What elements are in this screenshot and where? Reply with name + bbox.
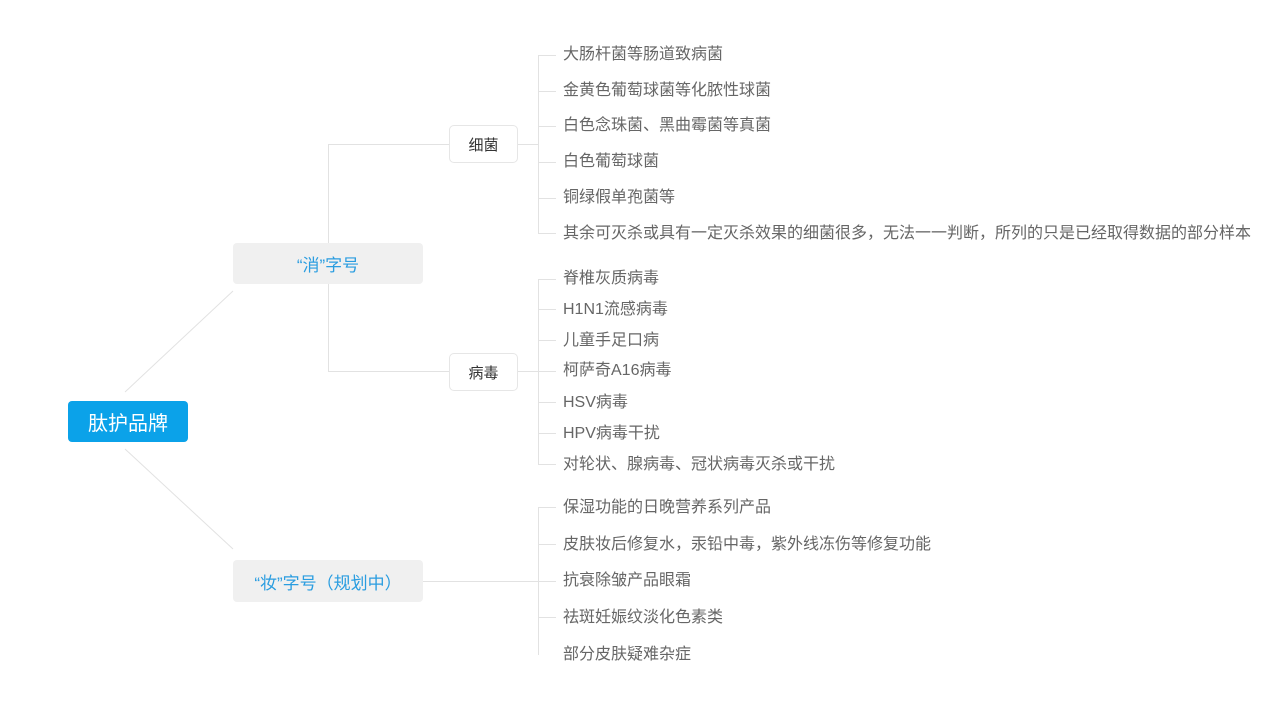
leaf-node[interactable]: HPV病毒干扰 xyxy=(563,425,660,442)
sub-node-label: 细菌 xyxy=(468,136,499,154)
leaf-node[interactable]: 大肠杆菌等肠道致病菌 xyxy=(563,46,724,63)
leaf-node[interactable]: 其余可灭杀或具有一定灭杀效果的细菌很多，无法一一判断，所列的只是已经取得数据的部… xyxy=(563,225,1252,242)
leaf-node[interactable]: HSV病毒 xyxy=(563,394,628,411)
leaf-node[interactable]: 白色念珠菌、黑曲霉菌等真菌 xyxy=(563,117,772,134)
connector-root-to-xiao xyxy=(124,290,234,393)
leaf-node[interactable]: 对轮状、腺病毒、冠状病毒灭杀或干扰 xyxy=(563,456,836,473)
connector-root-to-zhuang xyxy=(124,448,234,550)
leaf-node[interactable]: 祛斑妊娠纹淡化色素类 xyxy=(563,609,724,626)
leaf-node[interactable]: 儿童手足口病 xyxy=(563,332,660,349)
leaf-node[interactable]: 白色葡萄球菌 xyxy=(563,153,660,170)
sub-node-virus[interactable]: 病毒 xyxy=(449,353,518,391)
root-node-label: 肽护品牌 xyxy=(88,413,168,435)
leaf-node[interactable]: 金黄色葡萄球菌等化脓性球菌 xyxy=(563,82,772,99)
leaf-node[interactable]: 抗衰除皱产品眼霜 xyxy=(563,572,692,589)
leaf-node[interactable]: 皮肤妆后修复水，汞铅中毒，紫外线冻伤等修复功能 xyxy=(563,536,932,553)
branch-node-xiao[interactable]: “消”字号 xyxy=(233,243,423,284)
leaf-node[interactable]: H1N1流感病毒 xyxy=(563,301,668,318)
branch-node-zhuang[interactable]: “妆”字号（规划中） xyxy=(233,560,423,602)
branch-node-label: “消”字号 xyxy=(296,256,360,275)
leaf-node[interactable]: 保湿功能的日晚营养系列产品 xyxy=(563,499,772,516)
leaf-node[interactable]: 脊椎灰质病毒 xyxy=(563,270,660,287)
root-node[interactable]: 肽护品牌 xyxy=(68,401,188,442)
leaf-node[interactable]: 部分皮肤疑难杂症 xyxy=(563,646,692,663)
leaf-node[interactable]: 铜绿假单孢菌等 xyxy=(563,189,676,206)
leaf-node[interactable]: 柯萨奇A16病毒 xyxy=(563,362,672,379)
sub-node-label: 病毒 xyxy=(468,364,499,382)
branch-node-label: “妆”字号（规划中） xyxy=(254,573,402,593)
sub-node-bacteria[interactable]: 细菌 xyxy=(449,125,518,163)
